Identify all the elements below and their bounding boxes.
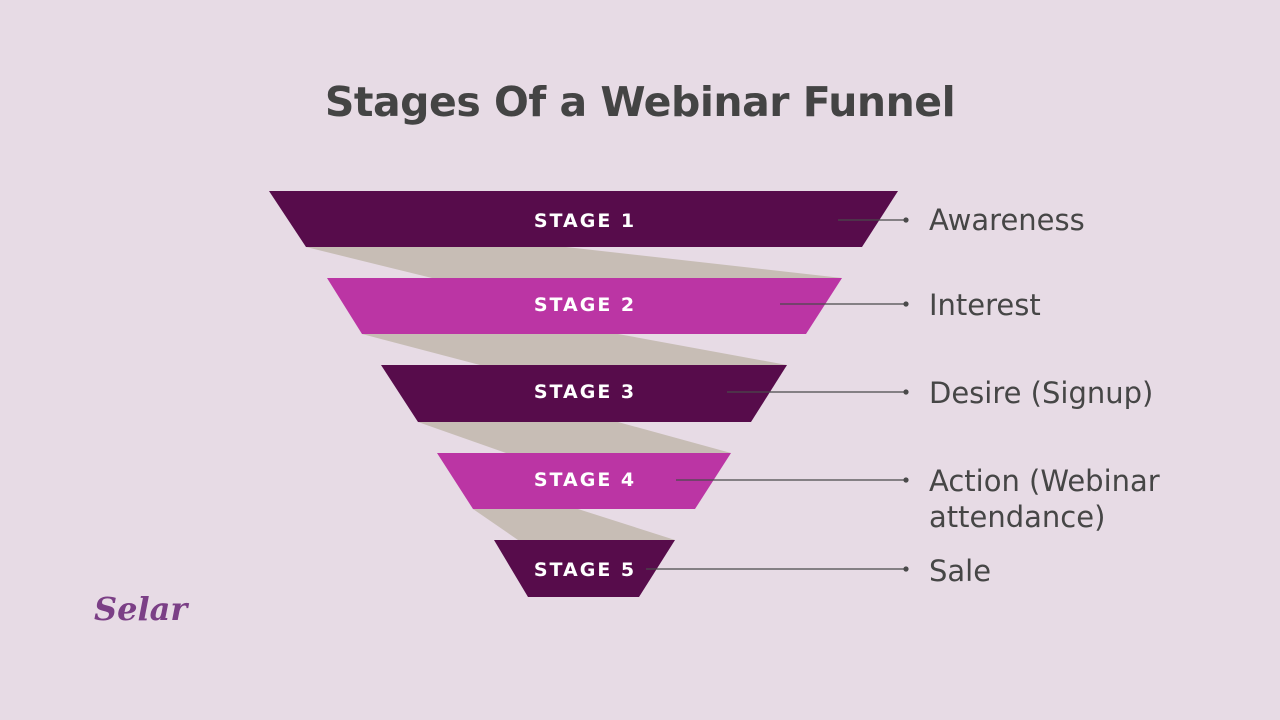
stage-5-label: STAGE 5 — [534, 559, 636, 581]
connector-3-4 — [418, 422, 731, 453]
stage-3-description: Desire (Signup) — [929, 376, 1154, 410]
stage-4-label: STAGE 4 — [534, 469, 636, 491]
stage-3-label: STAGE 3 — [534, 381, 636, 403]
stage-1-shape — [269, 191, 898, 247]
stage-4-description: Action (Webinar attendance) — [929, 464, 1160, 534]
stage-2-shape — [327, 278, 842, 334]
stage-2-description: Interest — [929, 288, 1041, 322]
stage-3-shape — [381, 365, 787, 422]
stage-5-shape — [494, 540, 675, 597]
selar-logo: Selar — [94, 590, 188, 628]
connector-1-2 — [306, 247, 842, 278]
stage-1-label: STAGE 1 — [534, 210, 636, 232]
connector-2-3 — [362, 334, 787, 365]
stage-4-shape — [437, 453, 731, 509]
stage-1-description: Awareness — [929, 203, 1085, 237]
stage-5-description: Sale — [929, 554, 992, 588]
page-title: Stages Of a Webinar Funnel — [324, 78, 956, 126]
stage-2-label: STAGE 2 — [534, 294, 636, 316]
connector-4-5 — [473, 509, 675, 540]
